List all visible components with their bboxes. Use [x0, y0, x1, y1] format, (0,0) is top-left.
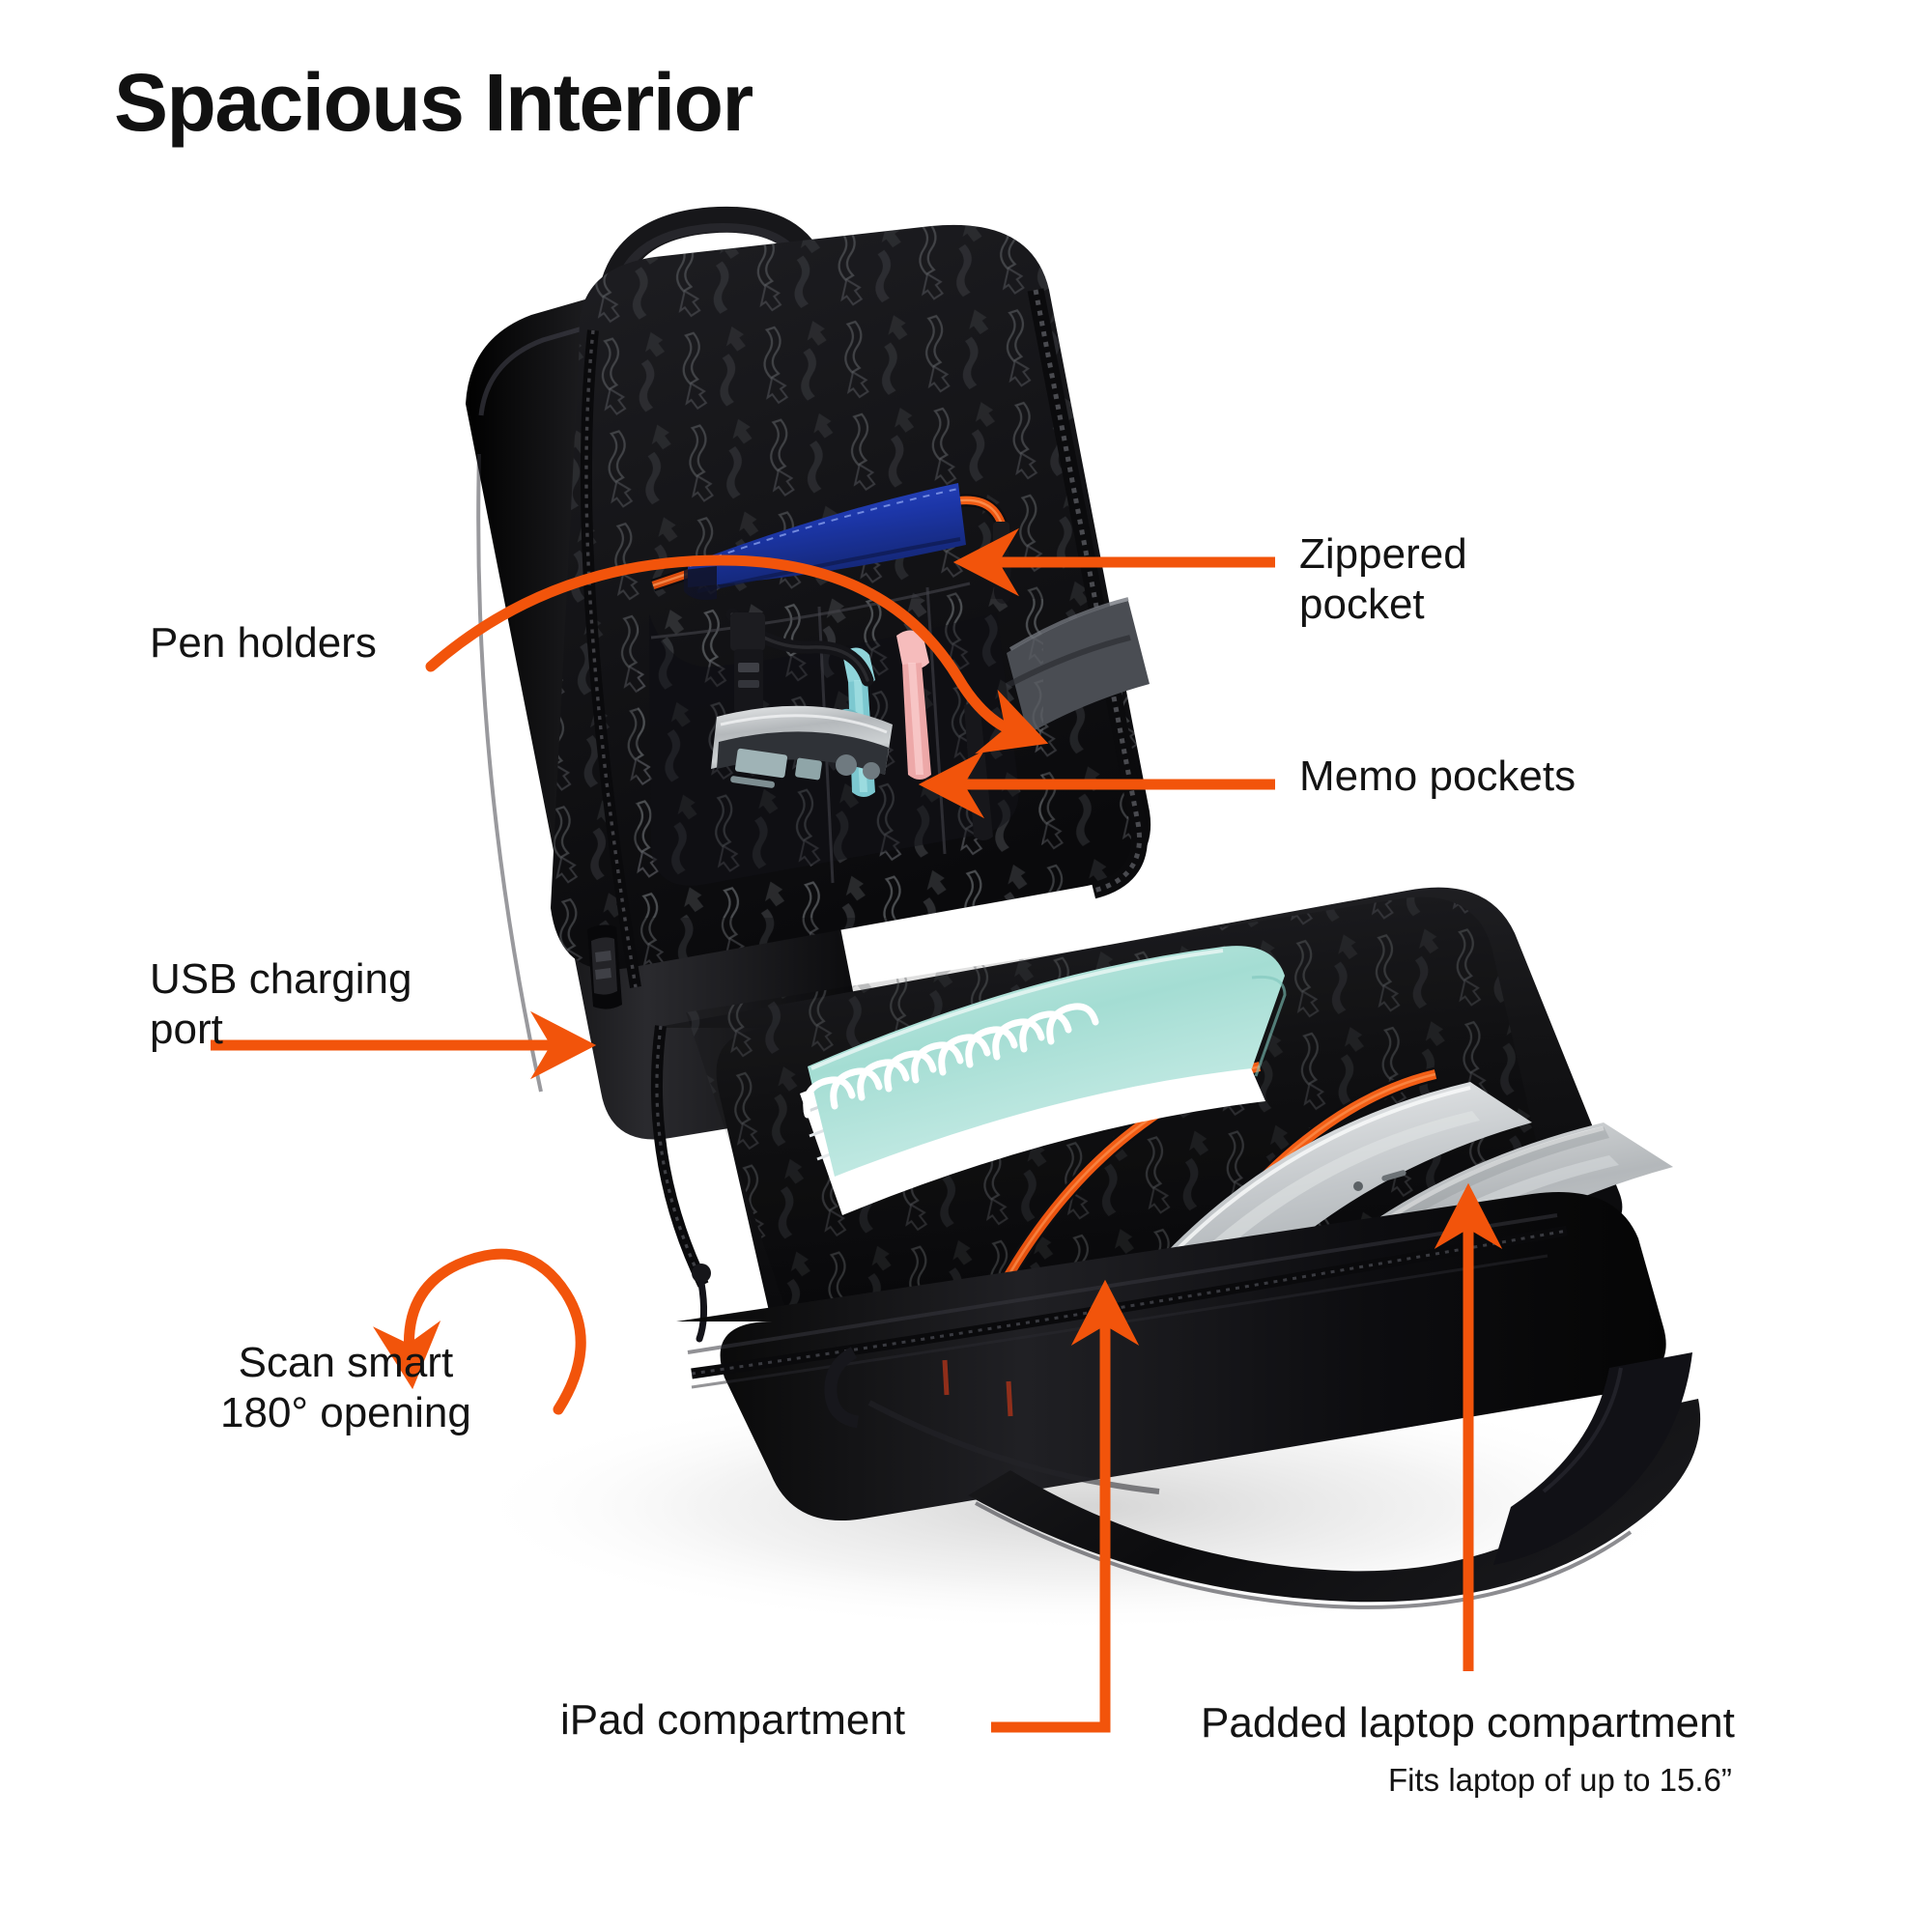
callout-label-ipad-compartment: iPad compartment: [560, 1696, 906, 1744]
callout-label-padded-laptop-compartment: Padded laptop compartment: [1201, 1699, 1735, 1747]
spiral-binding: [803, 1003, 1099, 1119]
spiral-notebook: [800, 946, 1287, 1215]
callout-label-pen-holders: Pen holders: [150, 619, 377, 667]
lid-zipper: [1027, 288, 1148, 899]
callout-label-memo-pockets: Memo pockets: [1299, 753, 1577, 800]
base-seam: [650, 1025, 711, 1343]
callout-label-zippered-pocket: Zippered pocket: [1299, 530, 1467, 628]
usb-connector: [730, 612, 765, 713]
callout-sublabel-laptop-size: Fits laptop of up to 15.6”: [1388, 1762, 1732, 1798]
page-title: Spacious Interior: [114, 57, 753, 148]
callout-label-usb-charging-port: USB charging port: [150, 955, 412, 1053]
usb-charging-port[interactable]: [587, 924, 622, 1009]
callout-label-scan-smart: Scan smart 180° opening: [220, 1339, 471, 1436]
